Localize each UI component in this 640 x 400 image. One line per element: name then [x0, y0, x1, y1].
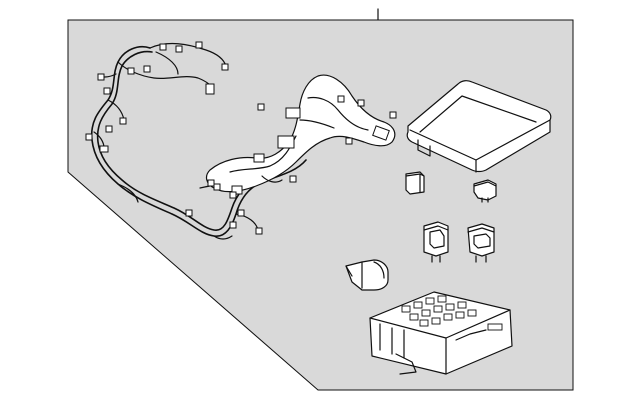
connector-clip [345, 259, 389, 291]
wiring-harness [85, 41, 397, 240]
relay-small-left [405, 171, 425, 195]
relay-large-left [423, 221, 449, 263]
junction-block [369, 291, 513, 375]
relay-large-right [467, 223, 495, 263]
relay-small-right [473, 179, 497, 203]
fuse-box-cover [406, 80, 552, 173]
